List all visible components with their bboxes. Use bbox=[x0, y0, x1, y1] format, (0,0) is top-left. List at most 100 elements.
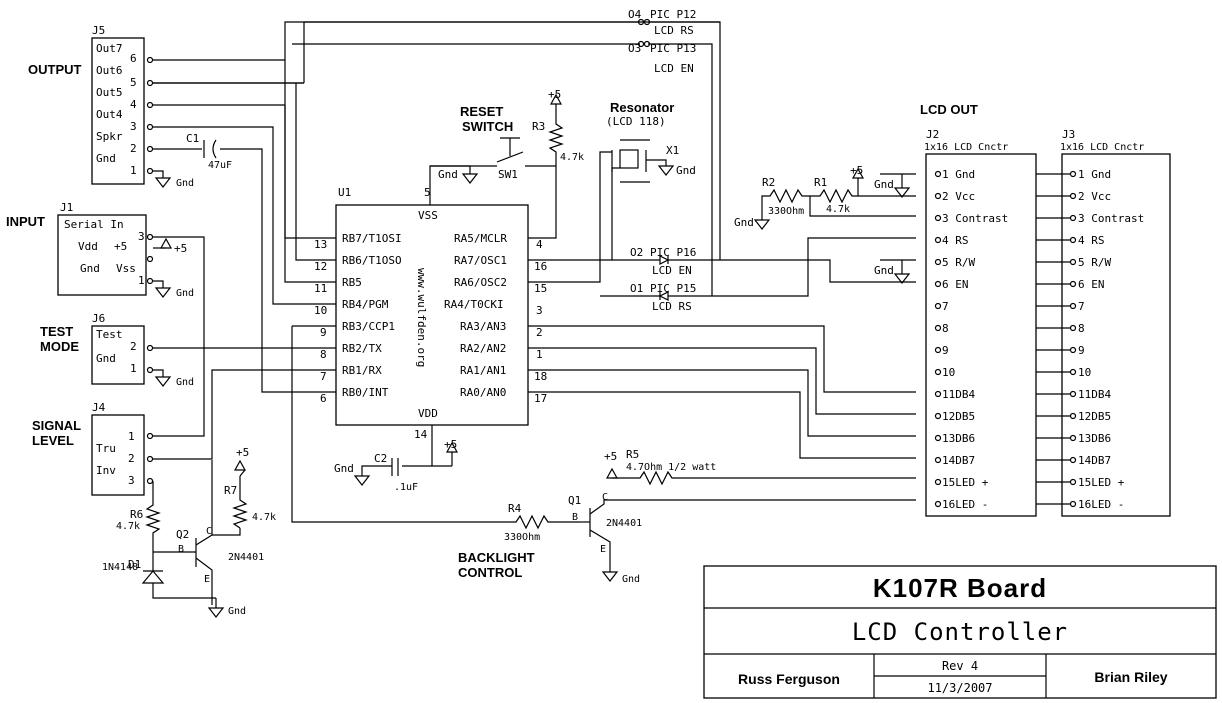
j3-pin-socket bbox=[1069, 412, 1077, 420]
j2-pin-socket bbox=[934, 302, 942, 310]
j2-pin-label: 11DB4 bbox=[942, 388, 975, 401]
jumper-o2-pic: PIC P16 bbox=[650, 246, 696, 259]
title-date: 11/3/2007 bbox=[927, 681, 992, 695]
c1-ref: C1 bbox=[186, 132, 199, 145]
resonator bbox=[528, 139, 667, 283]
j1-header: Serial In bbox=[64, 218, 124, 231]
j3-pin-socket bbox=[1069, 192, 1077, 200]
j3-pin-socket bbox=[1069, 324, 1077, 332]
ground-icon bbox=[154, 376, 172, 387]
jumpers-bottom bbox=[600, 237, 916, 301]
j2-pin-label: 14DB7 bbox=[942, 454, 975, 467]
u1-left-pin-name: RB2/TX bbox=[342, 342, 382, 355]
j1-title: INPUT bbox=[6, 214, 45, 229]
j1-vdd-label: +5 bbox=[114, 240, 127, 253]
j5-pin-num: 2 bbox=[130, 142, 137, 155]
j5-pin-num: 3 bbox=[130, 120, 137, 133]
q2-c-label: C bbox=[206, 526, 212, 537]
u1-right-pin-name: RA7/OSC1 bbox=[454, 254, 507, 267]
u1-left-pin-num: 13 bbox=[314, 238, 327, 251]
j3-pin-socket bbox=[1069, 280, 1077, 288]
r4-value: 330Ohm bbox=[504, 532, 540, 543]
j2-pin-socket bbox=[934, 192, 942, 200]
power-plus5-icon bbox=[233, 459, 247, 471]
u1-left-pin-num: 7 bbox=[320, 370, 327, 383]
j3-pin-socket bbox=[1069, 302, 1077, 310]
j2-pin-label: 4 RS bbox=[942, 234, 969, 247]
j6-ref: J6 bbox=[92, 312, 105, 325]
jumper-o1-pic: PIC P15 bbox=[650, 282, 696, 295]
j2-ref: J2 bbox=[926, 128, 939, 141]
j4-pin-name: Tru bbox=[96, 442, 116, 455]
j4-title-2: LEVEL bbox=[32, 433, 74, 448]
resonator-subtitle: (LCD 118) bbox=[606, 115, 666, 128]
power-plus5-icon bbox=[851, 167, 865, 179]
j5-pin-num: 6 bbox=[130, 52, 137, 65]
u1-center-text: www.wulfden.org bbox=[415, 268, 428, 367]
jumper-o3-id: O3 bbox=[628, 42, 641, 55]
contrast-circuit bbox=[761, 173, 916, 274]
ground-icon bbox=[893, 273, 911, 284]
u1-vss-pin: 5 bbox=[424, 186, 431, 199]
j3-pin-label: 15LED + bbox=[1078, 476, 1125, 489]
r6-ref: R6 bbox=[130, 508, 143, 521]
j2-pin-label: 15LED + bbox=[942, 476, 989, 489]
j2-pin-label: 10 bbox=[942, 366, 955, 379]
u1-left-pin-num: 8 bbox=[320, 348, 327, 361]
j1-pin-num: 3 bbox=[138, 230, 145, 243]
r6-value: 4.7k bbox=[116, 521, 140, 532]
reset-title-1: RESET bbox=[460, 104, 503, 119]
r3-value: 4.7k bbox=[560, 152, 584, 163]
ground-label: Gnd bbox=[622, 574, 640, 585]
d1-value: 1N4148 bbox=[102, 562, 138, 573]
j3-pin-label: 5 R/W bbox=[1078, 256, 1111, 269]
u1-right-pin-name: RA6/OSC2 bbox=[454, 276, 507, 289]
j2-pin-label: 7 bbox=[942, 300, 949, 313]
vdd-circuit bbox=[361, 425, 453, 476]
j5-pin-name: Out4 bbox=[96, 108, 123, 121]
j3-ref: J3 bbox=[1062, 128, 1075, 141]
j4-ref: J4 bbox=[92, 401, 106, 414]
u1-vdd: VDD bbox=[418, 407, 438, 420]
connector-j4: J4 SIGNAL LEVEL Tru 1 2 Inv 3 bbox=[32, 369, 336, 498]
jumper-o4-id: O4 bbox=[628, 8, 642, 21]
title-block: K107R Board LCD Controller Russ Ferguson… bbox=[703, 565, 1217, 699]
connector-j6: J6 TEST MODE Test 2 Gnd 1 bbox=[40, 312, 336, 385]
backlight-circuit bbox=[500, 470, 916, 572]
r3-ref: R3 bbox=[532, 120, 545, 133]
j2-pin-socket bbox=[934, 280, 942, 288]
u1-right-pin-num: 16 bbox=[534, 260, 547, 273]
j3-pin-label: 13DB6 bbox=[1078, 432, 1111, 445]
j3-pin-label: 4 RS bbox=[1078, 234, 1105, 247]
q2-e-label: E bbox=[204, 574, 210, 585]
jumper-o1-id: O1 bbox=[630, 282, 643, 295]
u1-left-pin-num: 6 bbox=[320, 392, 327, 405]
jumper-o2-id: O2 bbox=[630, 246, 643, 259]
u1-left-pin-name: RB5 bbox=[342, 276, 362, 289]
q1-ref: Q1 bbox=[568, 494, 581, 507]
j3-subtitle: 1x16 LCD Cnctr bbox=[1060, 142, 1144, 153]
u1-ref: U1 bbox=[338, 186, 351, 199]
j2-pin-label: 2 Vcc bbox=[942, 190, 975, 203]
j6-title-1: TEST bbox=[40, 324, 73, 339]
ground-icon bbox=[207, 607, 225, 618]
j2-pin-socket bbox=[934, 434, 942, 442]
c2-value: .1uF bbox=[394, 482, 418, 493]
u1-right-pin-name: RA3/AN3 bbox=[460, 320, 506, 333]
j5-ref: J5 bbox=[92, 24, 105, 37]
u1-left-pin-num: 10 bbox=[314, 304, 327, 317]
j4-pin-name: Inv bbox=[96, 464, 116, 477]
j2-pin-label: 8 bbox=[942, 322, 949, 335]
u1-left-pin-name: RB4/PGM bbox=[342, 298, 389, 311]
j4-pin-num: 3 bbox=[128, 474, 135, 487]
u1-right-pin-name: RA5/MCLR bbox=[454, 232, 507, 245]
jumper-o4-lcd: LCD RS bbox=[654, 24, 694, 37]
r1-ref: R1 bbox=[814, 176, 827, 189]
u1-left-pin-num: 11 bbox=[314, 282, 327, 295]
ground-icon bbox=[893, 187, 911, 198]
j5-pin-num: 5 bbox=[130, 76, 137, 89]
j6-pin-num: 2 bbox=[130, 340, 137, 353]
r3-plus5: +5 bbox=[548, 88, 561, 101]
j3-pin-label: 7 bbox=[1078, 300, 1085, 313]
